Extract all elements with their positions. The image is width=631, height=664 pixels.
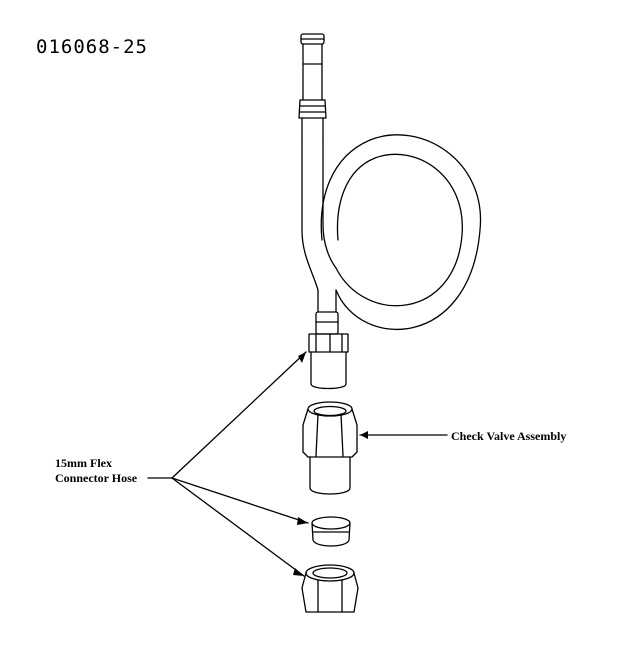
label-hose-line2: Connector Hose xyxy=(55,471,138,485)
top-nozzle-fitting xyxy=(298,33,327,141)
arrowheads xyxy=(293,352,368,576)
leader-lines xyxy=(147,351,448,577)
part-number: 016068-25 xyxy=(36,36,148,58)
label-flex-connector-hose: 15mm Flex Connector Hose xyxy=(55,456,137,486)
arrow-nut xyxy=(293,568,304,576)
arrow-fitting xyxy=(298,352,306,363)
leader-to-nut xyxy=(171,477,305,577)
check-valve-assembly xyxy=(302,401,358,495)
arrow-olive xyxy=(297,517,308,525)
flex-hose-body xyxy=(301,134,482,330)
label-check-valve-assembly: Check Valve Assembly xyxy=(451,429,567,443)
label-hose-line1: 15mm Flex xyxy=(55,456,112,470)
olive-ring xyxy=(311,516,351,547)
arrow-check-valve xyxy=(360,431,368,439)
leader-to-fitting xyxy=(171,351,307,479)
lower-hose-fitting xyxy=(308,311,349,390)
leader-to-olive xyxy=(171,477,309,524)
compression-nut xyxy=(301,564,359,613)
